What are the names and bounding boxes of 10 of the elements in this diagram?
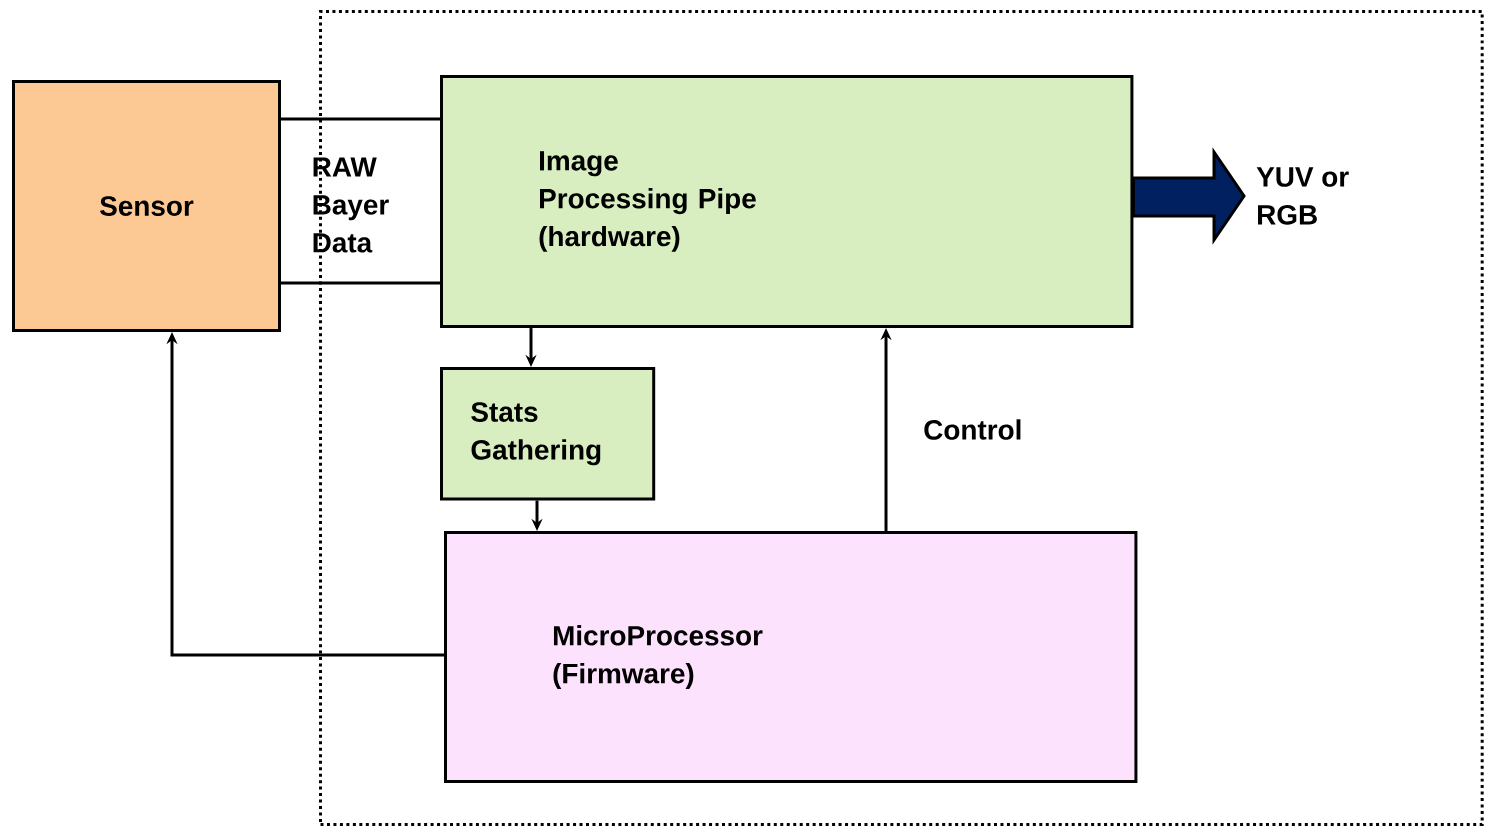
sensor-box: Sensor (12, 80, 281, 333)
process-box: MicroProcessor (Firmware) (444, 531, 1138, 784)
output-label: YUV or RGB (1256, 167, 1349, 225)
edge-label: RAW Bayer Data (313, 157, 389, 253)
connector-line (281, 281, 440, 285)
edge-label: Control (924, 419, 1021, 440)
process-box: Image Processing Pipe (hardware) (440, 75, 1134, 329)
block-arrow (1131, 147, 1246, 245)
connector-line (281, 117, 440, 121)
process-box: Stats Gathering (440, 367, 656, 501)
